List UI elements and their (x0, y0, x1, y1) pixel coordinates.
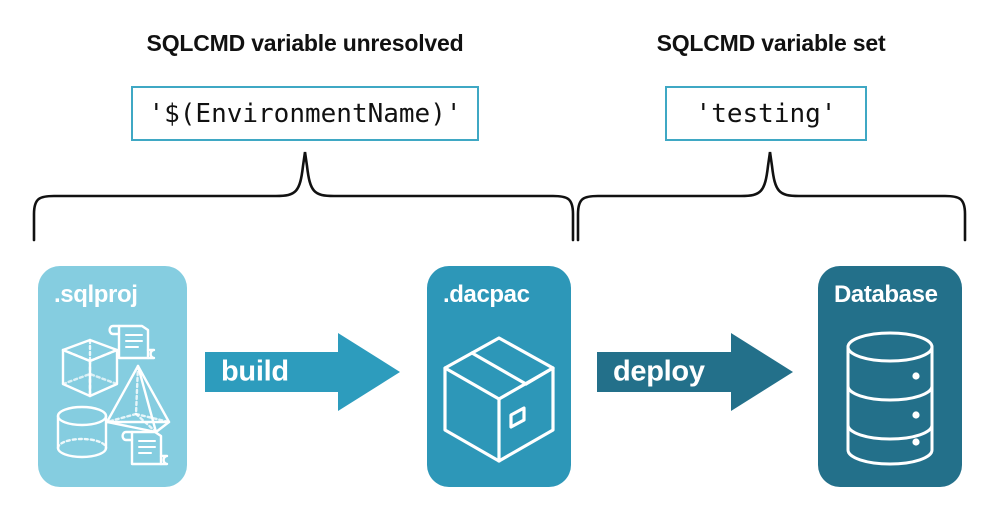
script-scroll-icon (108, 324, 156, 360)
code-value-text: '$(EnvironmentName)' (148, 98, 462, 129)
sqlcmd-variable-unresolved-value-box: '$(EnvironmentName)' (131, 86, 479, 141)
sqlproj-icon-group (56, 324, 171, 466)
stage-label-sqlproj: .sqlproj (54, 281, 138, 308)
stage-label-database: Database (834, 281, 938, 308)
pyramid-icon (105, 364, 171, 434)
cube-icon (61, 338, 119, 398)
deploy-arrow-icon (597, 333, 793, 411)
group-heading-right: SQLCMD variable set (656, 30, 886, 56)
stage-label-dacpac: .dacpac (443, 281, 530, 308)
script-scroll-icon (121, 430, 169, 466)
dacpac-icon-group (443, 336, 555, 463)
cylinder-icon (56, 405, 108, 459)
sqlcmd-variable-set-value-box: 'testing' (665, 86, 867, 141)
build-arrow-icon (205, 333, 400, 411)
stage-box-sqlproj[interactable]: .sqlproj (38, 266, 187, 487)
arrow-build: build (205, 333, 400, 411)
stage-box-dacpac[interactable]: .dacpac (427, 266, 571, 487)
stage-box-database[interactable]: Database (818, 266, 962, 487)
package-box-icon (443, 336, 555, 463)
brace-right-icon (576, 151, 967, 242)
brace-left-icon (32, 151, 575, 242)
database-cylinder-icon (846, 331, 934, 466)
arrow-deploy: deploy (597, 333, 793, 411)
code-value-text: 'testing' (695, 98, 837, 129)
group-heading-left: SQLCMD variable unresolved (146, 30, 464, 56)
database-icon-group (846, 331, 934, 466)
